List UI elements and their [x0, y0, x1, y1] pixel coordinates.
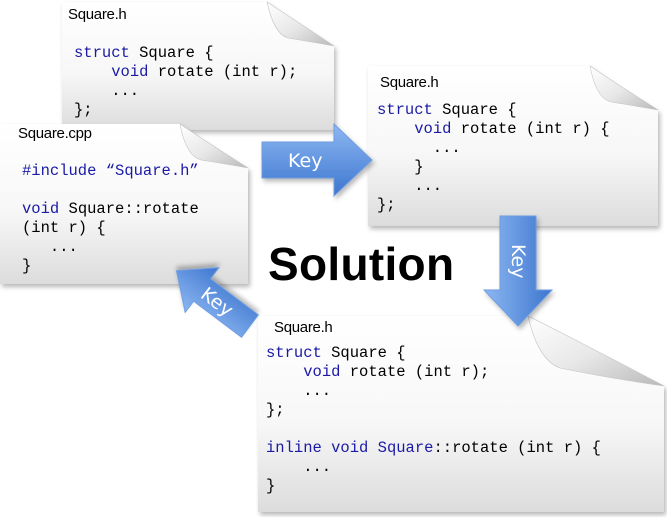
page-curl-icon: [258, 315, 665, 512]
code-line: [266, 420, 601, 439]
code-text: [368, 439, 377, 457]
code-keyword: struct: [266, 344, 322, 362]
code-keyword: void: [303, 363, 341, 381]
code-text: Square {: [321, 344, 406, 362]
code-line: ...: [74, 82, 297, 101]
key-arrow-diagonal: Key: [175, 267, 260, 338]
code-line: struct Square {: [377, 101, 610, 120]
code-text: };: [266, 401, 285, 419]
arrow-label: Key: [288, 150, 322, 172]
code-text: ...: [266, 382, 332, 400]
code-line: }: [377, 158, 610, 177]
code-keyword: void: [111, 63, 149, 81]
filename-label: Square.h: [68, 6, 127, 23]
code-keyword: void: [22, 200, 60, 218]
code-line: void rotate (int r);: [74, 63, 297, 82]
code-text: rotate (int r);: [340, 363, 490, 381]
code-text: ...: [377, 177, 443, 195]
code-keyword: struct: [74, 44, 130, 62]
arrow-label: Key: [507, 244, 529, 278]
code-text: rotate (int r) {: [451, 120, 610, 138]
code-text: ::rotate (int r) {: [433, 439, 601, 457]
code-text: [266, 363, 303, 381]
code-line: struct Square {: [74, 44, 297, 63]
code-block: #include “Square.h” void Square::rotate(…: [22, 162, 199, 276]
code-text: };: [377, 196, 396, 214]
doc-header-declaration: Square.h struct Square { void rotate (in…: [62, 1, 335, 130]
code-block: struct Square { void rotate (int r) { ..…: [377, 101, 610, 215]
code-text: (int r) {: [22, 219, 106, 237]
doc-header-inline-body: Square.h struct Square { void rotate (in…: [368, 65, 659, 226]
key-arrow-right: Key: [261, 122, 373, 198]
code-line: };: [266, 401, 601, 420]
code-text: }: [377, 158, 424, 176]
code-keyword: struct: [377, 101, 433, 119]
code-text: }: [266, 477, 276, 495]
code-line: ...: [22, 238, 199, 257]
doc-header-solution: Square.h struct Square { void rotate (in…: [258, 315, 665, 512]
page-curl-icon: [368, 65, 659, 226]
code-text: ...: [74, 82, 140, 100]
page-curl-icon: [0, 123, 249, 284]
code-text: ...: [22, 238, 78, 256]
code-text: Square {: [432, 101, 517, 119]
code-keyword: void: [414, 120, 452, 138]
code-line: };: [377, 196, 610, 215]
code-line: [22, 181, 199, 200]
code-text: Square::rotate: [59, 200, 199, 218]
filename-label: Square.h: [274, 319, 333, 336]
code-text: rotate (int r);: [148, 63, 298, 81]
code-line: void rotate (int r) {: [377, 120, 610, 139]
code-text: [322, 439, 331, 457]
code-line: #include “Square.h”: [22, 162, 199, 181]
code-text: };: [74, 101, 93, 119]
code-keyword: inline: [266, 439, 322, 457]
code-text: ...: [266, 458, 332, 476]
code-line: inline void Square::rotate (int r) {: [266, 439, 601, 458]
code-line: ...: [377, 177, 610, 196]
code-line: (int r) {: [22, 219, 199, 238]
filename-label: Square.h: [380, 74, 439, 91]
code-keyword: #include “Square.h”: [22, 162, 199, 180]
code-line: void rotate (int r);: [266, 363, 601, 382]
code-keyword: Square: [377, 439, 434, 457]
code-text: [74, 63, 111, 81]
solution-title: Solution: [268, 238, 455, 290]
key-arrow-down: Key: [482, 215, 554, 327]
doc-source-cpp: Square.cpp #include “Square.h” void Squa…: [0, 123, 249, 284]
code-text: }: [22, 257, 32, 275]
code-line: }: [266, 477, 601, 496]
code-line: };: [74, 101, 297, 120]
filename-label: Square.cpp: [18, 125, 92, 142]
code-keyword: void: [331, 439, 369, 457]
code-block: struct Square { void rotate (int r); ...…: [74, 44, 297, 120]
code-line: void Square::rotate: [22, 200, 199, 219]
code-line: struct Square {: [266, 344, 601, 363]
code-line: ...: [266, 458, 601, 477]
code-text: Square {: [129, 44, 214, 62]
code-line: }: [22, 257, 199, 276]
page-curl-icon: [62, 1, 335, 130]
code-line: ...: [377, 139, 610, 158]
code-line: ...: [266, 382, 601, 401]
code-text: ...: [377, 139, 461, 157]
code-block: struct Square { void rotate (int r); ...…: [266, 344, 601, 496]
